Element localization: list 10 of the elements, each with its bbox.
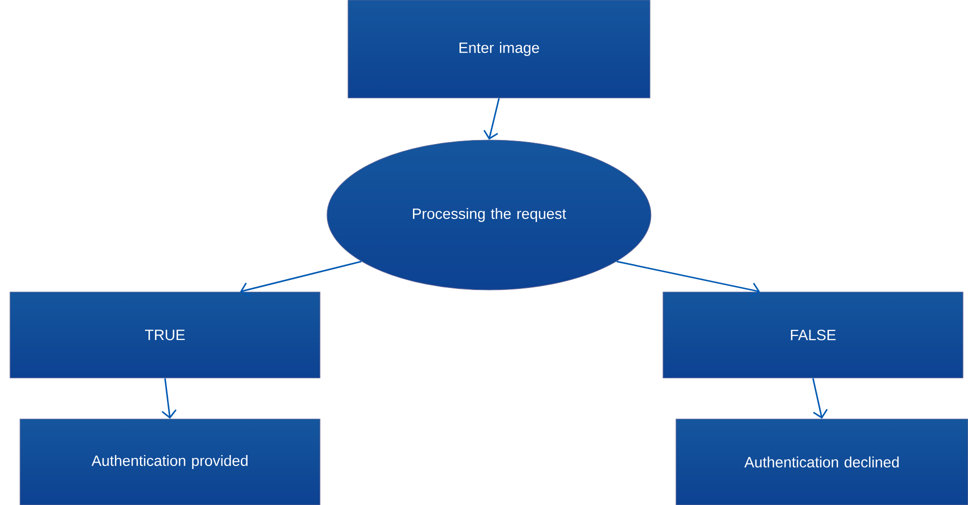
process-box: FALSE [662,292,964,378]
process-box: Authentication declined [676,418,968,505]
arrow [812,378,828,419]
process-box: TRUE [10,292,320,378]
arrow [162,378,177,419]
arrow [616,260,760,298]
arrow [240,260,362,298]
arrow [483,98,500,140]
process-box: Enter image [348,0,650,98]
process-box: Authentication provided [20,418,320,505]
